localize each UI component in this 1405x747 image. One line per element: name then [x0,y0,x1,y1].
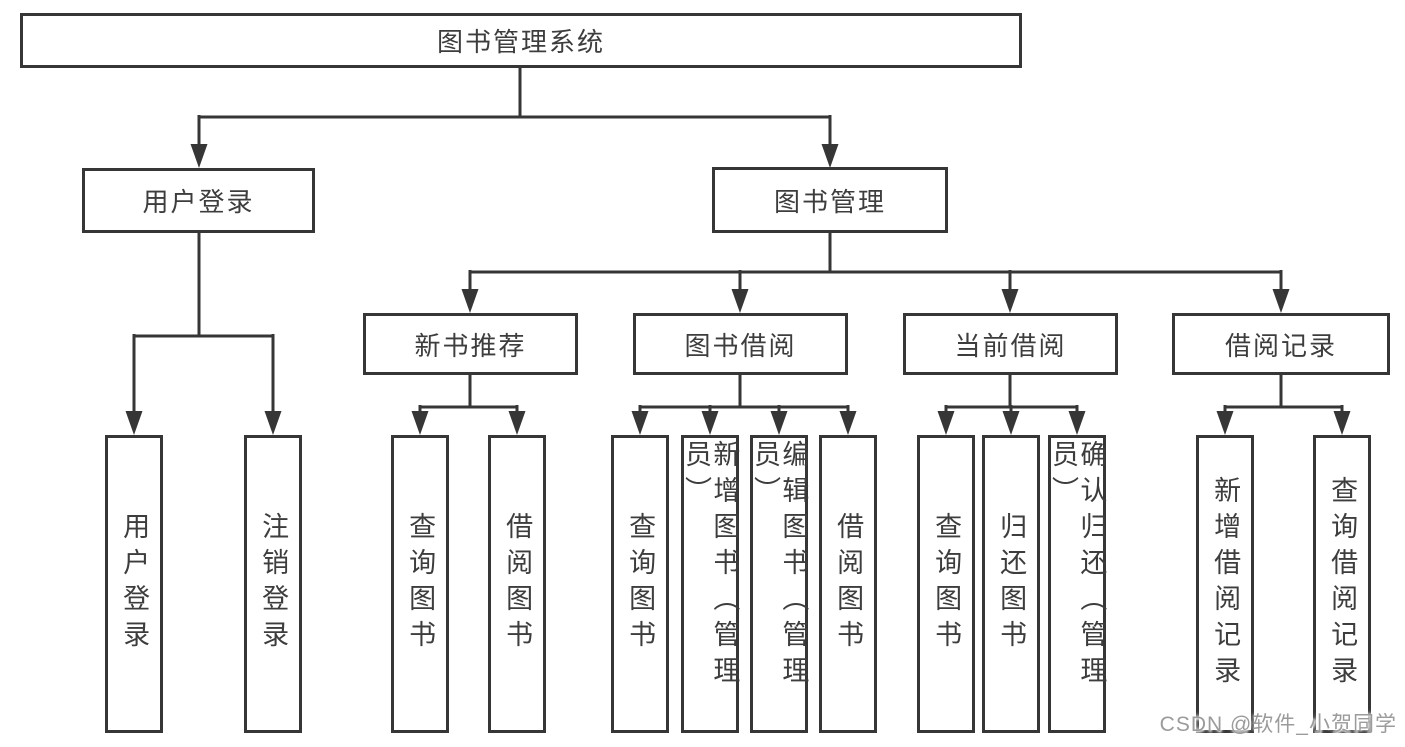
leaf-query-book-1: 查询图书 [391,435,449,733]
leaf-query-borrow-record-label: 查询借阅记录 [1327,476,1358,692]
node-new-book-recommend: 新书推荐 [363,313,578,375]
leaf-add-book-admin-label: 新增图书（管理员） [681,440,740,692]
leaf-add-borrow-record: 新增借阅记录 [1196,435,1254,733]
leaf-borrow-book-2: 借阅图书 [819,435,877,733]
node-current-borrow-label: 当前借阅 [954,330,1067,361]
node-current-borrow: 当前借阅 [903,313,1118,375]
node-borrow-record: 借阅记录 [1172,313,1390,375]
node-borrow-record-label: 借阅记录 [1224,330,1337,361]
leaf-user-login-label: 用户登录 [119,512,150,656]
node-root-label: 图书管理系统 [436,27,605,57]
node-book-borrow-label: 图书借阅 [684,330,797,361]
leaf-edit-book-admin-label: 编辑图书（管理员） [750,440,809,692]
leaf-return-book: 归还图书 [982,435,1040,733]
leaf-logout: 注销登录 [244,435,302,733]
node-book-borrow: 图书借阅 [633,313,848,375]
leaf-query-book-2: 查询图书 [611,435,669,733]
node-root: 图书管理系统 [20,13,1022,68]
leaf-borrow-book-1: 借阅图书 [488,435,546,733]
leaf-user-login: 用户登录 [105,435,163,733]
node-book-management-label: 图书管理 [773,186,886,217]
node-book-management: 图书管理 [712,167,948,233]
leaf-add-book-admin: 新增图书（管理员） [681,435,739,733]
csdn-watermark: CSDN @软件_小贺同学 [1159,713,1397,736]
leaf-borrow-book-2-label: 借阅图书 [833,512,864,656]
leaf-return-book-label: 归还图书 [996,512,1027,656]
leaf-query-book-3-label: 查询图书 [931,512,962,656]
leaf-confirm-return-admin: 确认归还（管理员） [1048,435,1106,733]
node-new-book-recommend-label: 新书推荐 [414,330,527,361]
leaf-borrow-book-1-label: 借阅图书 [502,512,533,656]
leaf-query-borrow-record: 查询借阅记录 [1313,435,1371,733]
arrowheads [125,144,1351,435]
leaf-add-borrow-record-label: 新增借阅记录 [1210,476,1241,692]
node-user-login-label: 用户登录 [142,187,255,217]
leaf-query-book-1-label: 查询图书 [405,512,436,656]
leaf-logout-label: 注销登录 [258,512,289,656]
leaf-confirm-return-admin-label: 确认归还（管理员） [1048,440,1107,692]
leaf-query-book-3: 查询图书 [917,435,975,733]
leaf-edit-book-admin: 编辑图书（管理员） [750,435,808,733]
leaf-query-book-2-label: 查询图书 [625,512,656,656]
node-user-login: 用户登录 [82,168,315,233]
